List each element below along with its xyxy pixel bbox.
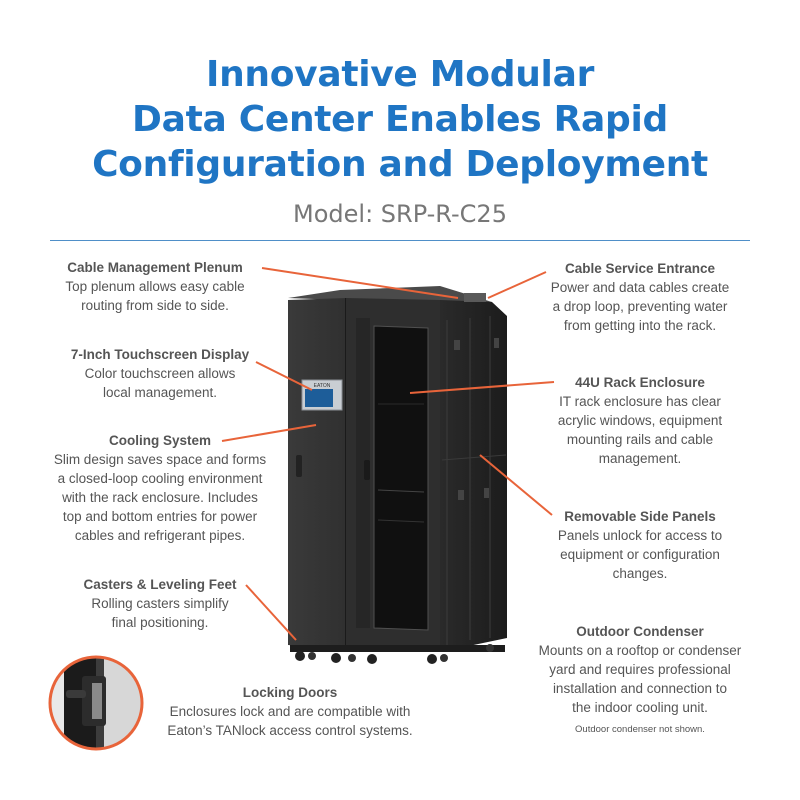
callout-description: Panels unlock for access to equipment or…	[557, 528, 723, 581]
eaton-logo: EATON	[314, 383, 331, 389]
cooling-unit	[288, 298, 347, 650]
touchscreen-display: EATON	[301, 379, 343, 411]
condenser-footnote: Outdoor condenser not shown.	[575, 724, 705, 735]
callout-heading: 7-Inch Touchscreen Display	[70, 347, 250, 362]
callout-description: Top plenum allows easy cable routing fro…	[65, 279, 245, 313]
callout-cable-service: Cable Service Entrance Power and data ca…	[520, 259, 760, 335]
side-panels	[440, 296, 507, 652]
callout-description: Slim design saves space and forms a clos…	[53, 452, 267, 543]
callout-description: Power and data cables create a drop loop…	[550, 280, 730, 333]
title-line-3: Configuration and Deployment	[92, 144, 708, 185]
callout-heading: Casters & Leveling Feet	[83, 577, 237, 592]
callout-outdoor-condenser: Outdoor Condenser Mounts on a rooftop or…	[520, 622, 760, 717]
callout-touchscreen: 7-Inch Touchscreen Display Color touchsc…	[45, 345, 275, 402]
callout-heading: 44U Rack Enclosure	[575, 375, 705, 390]
cable-plenum	[288, 286, 492, 302]
locking-door-inset	[48, 655, 144, 751]
callout-heading: Cable Management Plenum	[67, 260, 243, 275]
callout-description: Color touchscreen allows local managemen…	[84, 366, 236, 400]
callout-description: IT rack enclosure has clear acrylic wind…	[557, 394, 723, 466]
rack-enclosure-door	[346, 298, 440, 652]
leader-lines	[221, 267, 555, 641]
callout-description: Enclosures lock and are compatible with …	[167, 704, 413, 738]
callout-heading: Cable Service Entrance	[564, 261, 716, 276]
callout-description: Rolling casters simplify final positioni…	[91, 596, 229, 630]
callout-cable-plenum: Cable Management Plenum Top plenum allow…	[40, 258, 270, 315]
callout-description: Mounts on a rooftop or condenser yard an…	[538, 643, 742, 715]
model-number: Model: SRP-R-C25	[293, 200, 507, 228]
callout-heading: Cooling System	[108, 433, 211, 448]
callout-heading: Locking Doors	[242, 685, 338, 700]
callout-heading: Outdoor Condenser	[576, 624, 704, 639]
title-line-2: Data Center Enables Rapid	[132, 99, 668, 140]
callout-rack-enclosure: 44U Rack Enclosure IT rack enclosure has…	[520, 373, 760, 468]
callout-locking-doors: Locking Doors Enclosures lock and are co…	[150, 683, 430, 740]
casters	[290, 644, 505, 664]
page-title: Innovative Modular Data Center Enables R…	[0, 52, 800, 187]
header-divider	[50, 240, 750, 241]
callout-cooling-system: Cooling System Slim design saves space a…	[30, 431, 290, 545]
callout-casters: Casters & Leveling Feet Rolling casters …	[45, 575, 275, 632]
title-line-1: Innovative Modular	[205, 54, 595, 95]
callout-heading: Removable Side Panels	[564, 509, 716, 524]
callout-side-panels: Removable Side Panels Panels unlock for …	[520, 507, 760, 583]
